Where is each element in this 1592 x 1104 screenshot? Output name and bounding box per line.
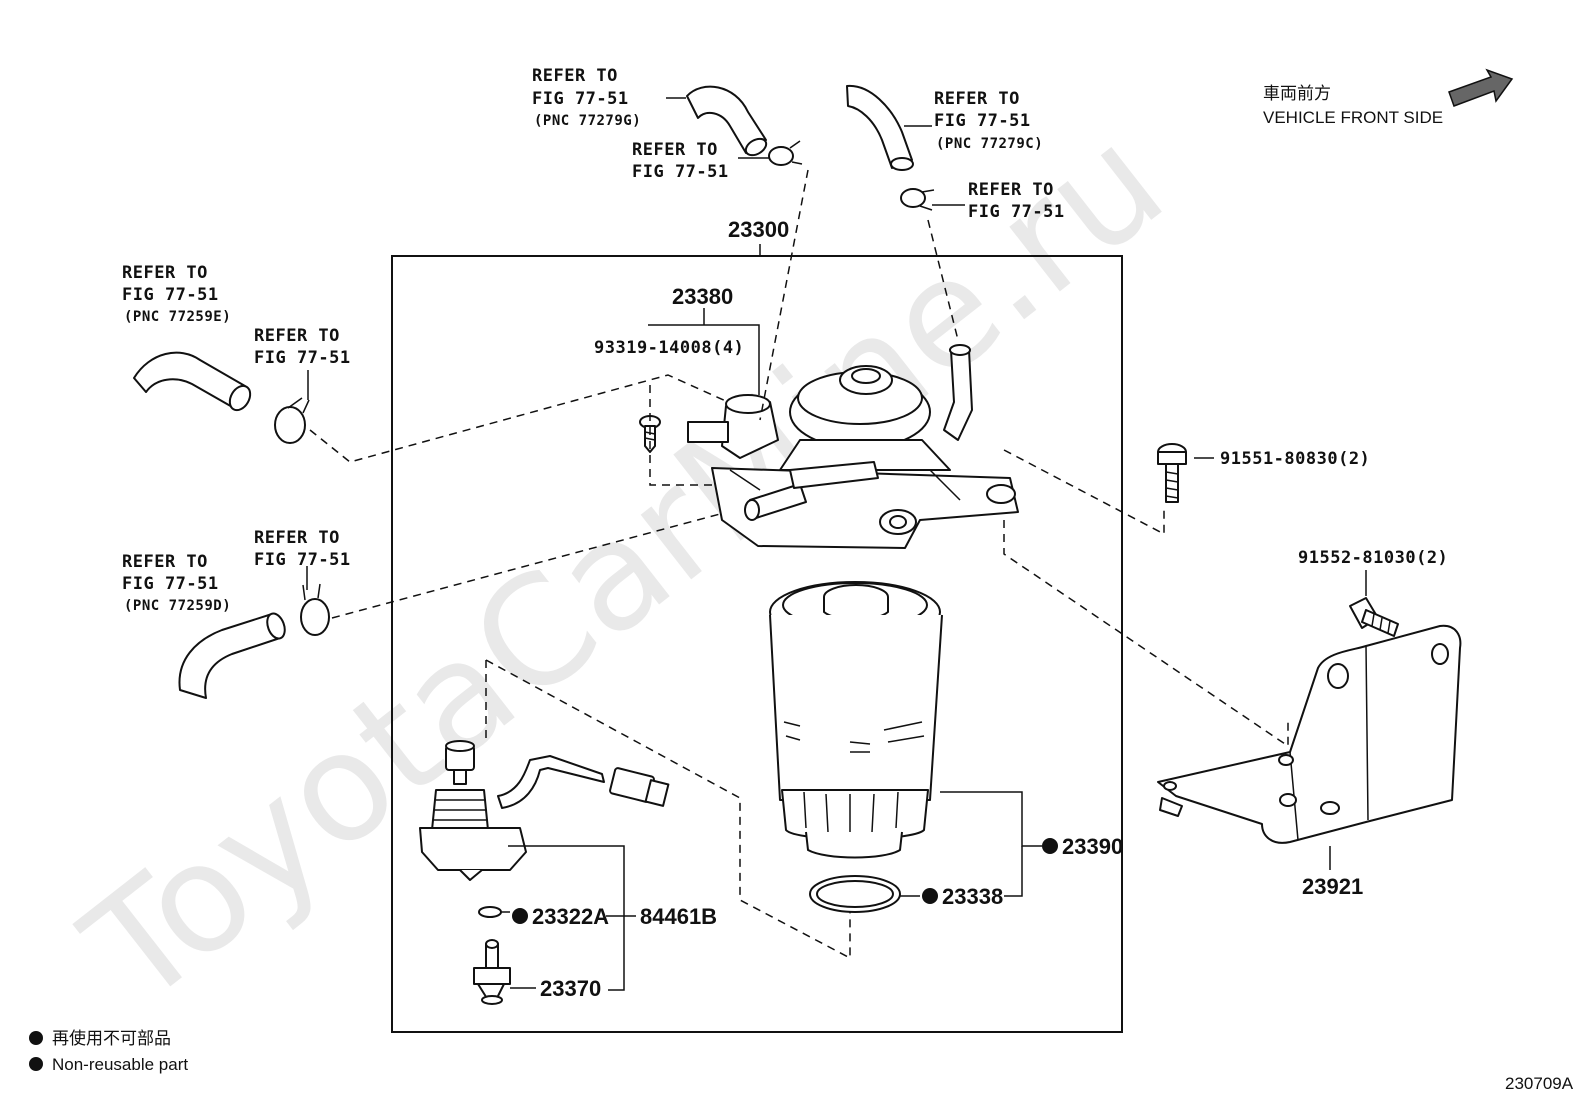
hose-top-right xyxy=(846,84,914,171)
part-23300: 23300 xyxy=(728,217,789,242)
ref-hose-left-upper-l1: REFER TO xyxy=(122,263,208,283)
legend-jp: 再使用不可部品 xyxy=(52,1028,171,1048)
ref-hose-top-right-l1: REFER TO xyxy=(934,89,1020,109)
hose-left-lower xyxy=(178,612,286,699)
assembly-frame xyxy=(391,255,1123,1033)
o-ring-23322a xyxy=(478,906,502,918)
ref-hose-left-lower-pnc: (PNC 77259D) xyxy=(124,598,231,614)
fuel-filter-cartridge xyxy=(769,581,943,859)
water-level-sensor xyxy=(419,740,670,881)
part-93319: 93319-14008(4) xyxy=(594,338,744,358)
bolt-91552 xyxy=(1349,597,1399,637)
clamp-left-upper xyxy=(274,397,310,444)
part-23390: 23390 xyxy=(1062,834,1123,859)
ref-hose-top-left-pnc: (PNC 77279G) xyxy=(534,113,641,129)
part-91551: 91551-80830(2) xyxy=(1220,449,1370,469)
o-ring-23338 xyxy=(809,875,901,913)
front-arrow-icon xyxy=(1448,68,1514,107)
mounting-bracket xyxy=(1157,624,1462,844)
vehicle-front-indicator: 車両前方 VEHICLE FRONT SIDE xyxy=(1263,68,1514,127)
clamp-top-right xyxy=(900,188,935,211)
ref-hose-left-lower-l1: REFER TO xyxy=(122,552,208,572)
ref-clamp-left-upper-l2: FIG 77-51 xyxy=(254,348,351,368)
legend-bullet-icon xyxy=(29,1057,43,1071)
ref-clamp-left-lower-l2: FIG 77-51 xyxy=(254,550,351,570)
part-84461b: 84461B xyxy=(640,904,717,929)
part-23370: 23370 xyxy=(540,976,601,1001)
figure-id: 230709A xyxy=(1505,1074,1574,1093)
ref-clamp-left-lower-l1: REFER TO xyxy=(254,528,340,548)
non-reusable-marker-23322a xyxy=(512,908,528,924)
legend-bullet-icon xyxy=(29,1031,43,1045)
ref-hose-top-left-l1: REFER TO xyxy=(532,66,618,86)
legend: 再使用不可部品 Non-reusable part xyxy=(29,1028,188,1074)
clamp-top-left xyxy=(768,140,803,166)
ref-hose-left-lower-l2: FIG 77-51 xyxy=(122,574,219,594)
ref-hose-top-left-l2: FIG 77-51 xyxy=(532,89,629,109)
ref-clamp-top-right-l1: REFER TO xyxy=(968,180,1054,200)
filter-header-assembly xyxy=(687,344,1019,549)
front-label-jp: 車両前方 xyxy=(1263,84,1331,103)
part-91552: 91552-81030(2) xyxy=(1298,548,1448,568)
part-23322a: 23322A xyxy=(532,904,609,929)
drain-plug-23370 xyxy=(473,939,511,1005)
ref-hose-left-upper-pnc: (PNC 77259E) xyxy=(124,309,231,325)
ref-hose-top-right-pnc: (PNC 77279C) xyxy=(936,136,1043,152)
ref-clamp-left-upper-l1: REFER TO xyxy=(254,326,340,346)
non-reusable-marker-23338 xyxy=(922,888,938,904)
ref-clamp-top-right-l2: FIG 77-51 xyxy=(968,202,1065,222)
clamp-left-lower xyxy=(300,583,330,636)
ref-hose-top-right-l2: FIG 77-51 xyxy=(934,111,1031,131)
hose-top-left xyxy=(686,85,768,157)
front-label-en: VEHICLE FRONT SIDE xyxy=(1263,108,1443,127)
part-23921: 23921 xyxy=(1302,874,1363,899)
ref-clamp-top-left-l1: REFER TO xyxy=(632,140,718,160)
legend-en: Non-reusable part xyxy=(52,1055,188,1074)
hose-left-upper xyxy=(133,351,252,412)
ref-hose-left-upper-l2: FIG 77-51 xyxy=(122,285,219,305)
non-reusable-marker-23390 xyxy=(1042,838,1058,854)
part-23338: 23338 xyxy=(942,884,1003,909)
ref-clamp-top-left-l2: FIG 77-51 xyxy=(632,162,729,182)
part-23380: 23380 xyxy=(672,284,733,309)
bolt-91551 xyxy=(1157,443,1187,503)
